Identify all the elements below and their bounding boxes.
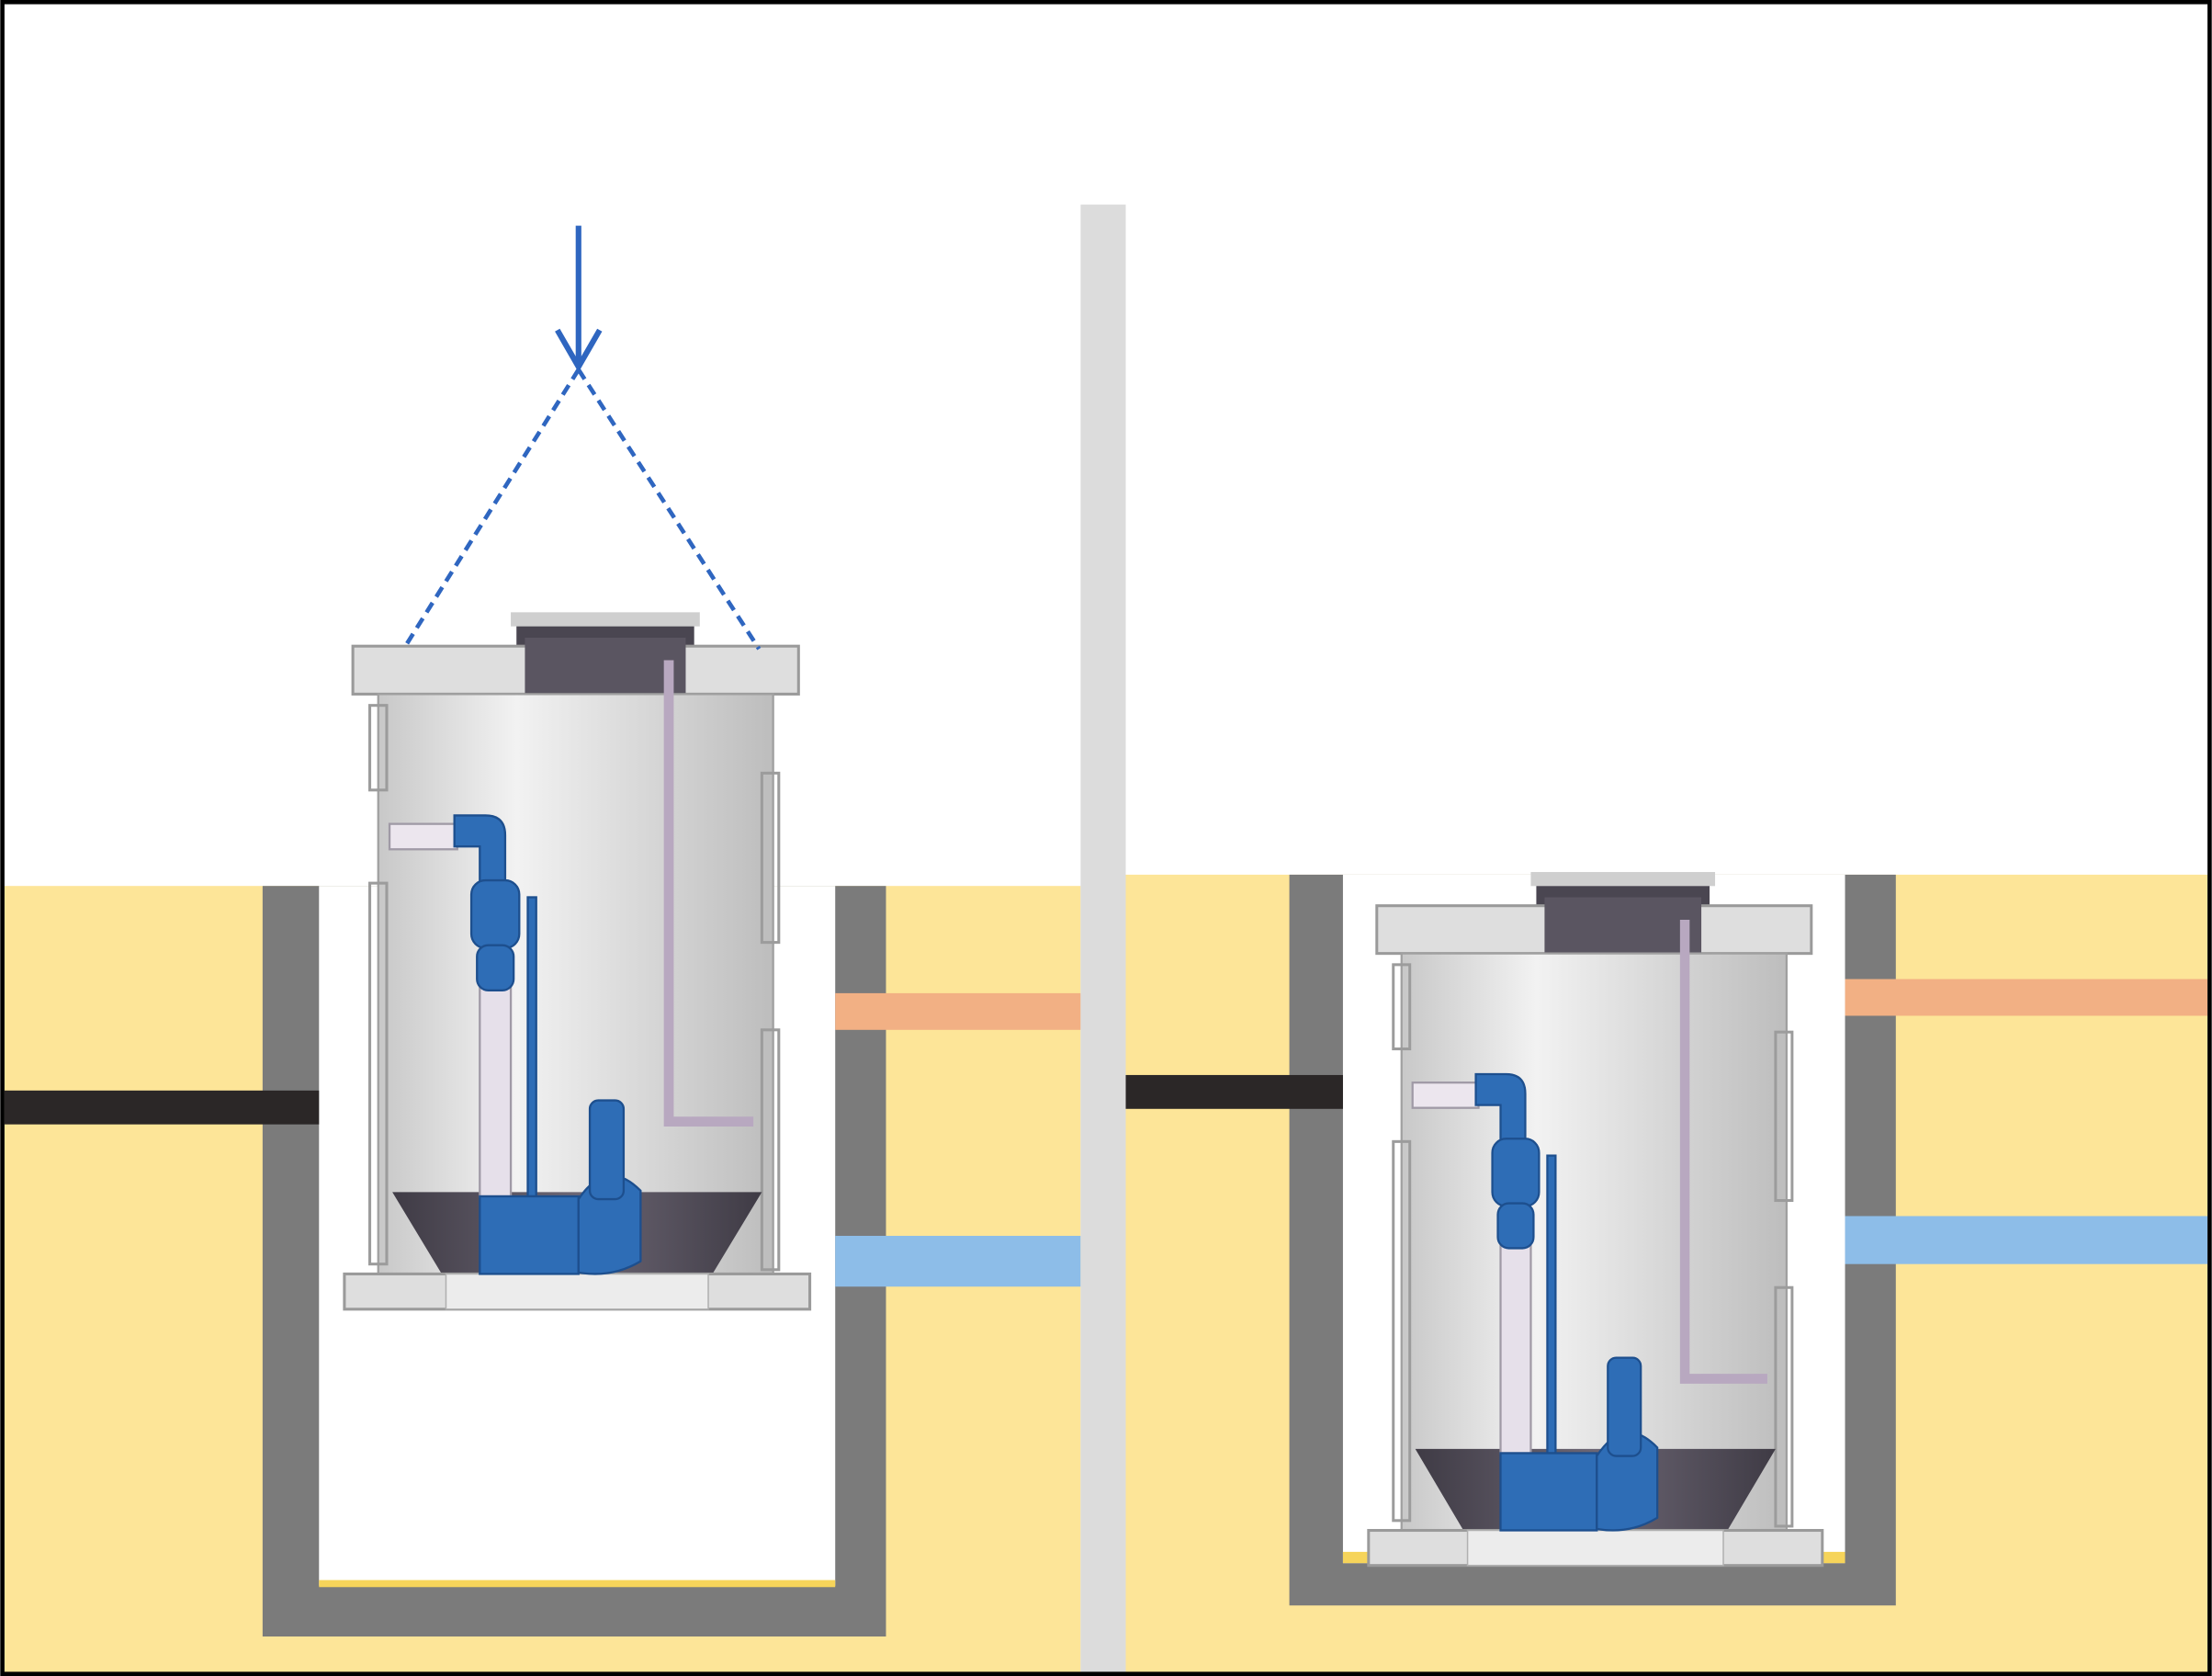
inlet-pipe xyxy=(1125,1074,1343,1109)
lifting-arrow-icon xyxy=(555,225,603,373)
orange-service-pipe xyxy=(835,992,1081,1030)
pit-bedding xyxy=(319,1580,836,1588)
blue-service-pipe xyxy=(1845,1216,2208,1264)
inlet-pipe xyxy=(4,1090,320,1125)
panel-divider xyxy=(1080,204,1126,1676)
panel-lowering-tank xyxy=(4,225,1081,1673)
orange-service-pipe xyxy=(1845,979,2208,1016)
panel-installed-tank xyxy=(1125,872,2208,1673)
lifting-slings xyxy=(401,368,762,651)
pump-tank xyxy=(1369,872,1823,1566)
blue-service-pipe xyxy=(835,1235,1081,1287)
pump-tank xyxy=(344,612,810,1308)
